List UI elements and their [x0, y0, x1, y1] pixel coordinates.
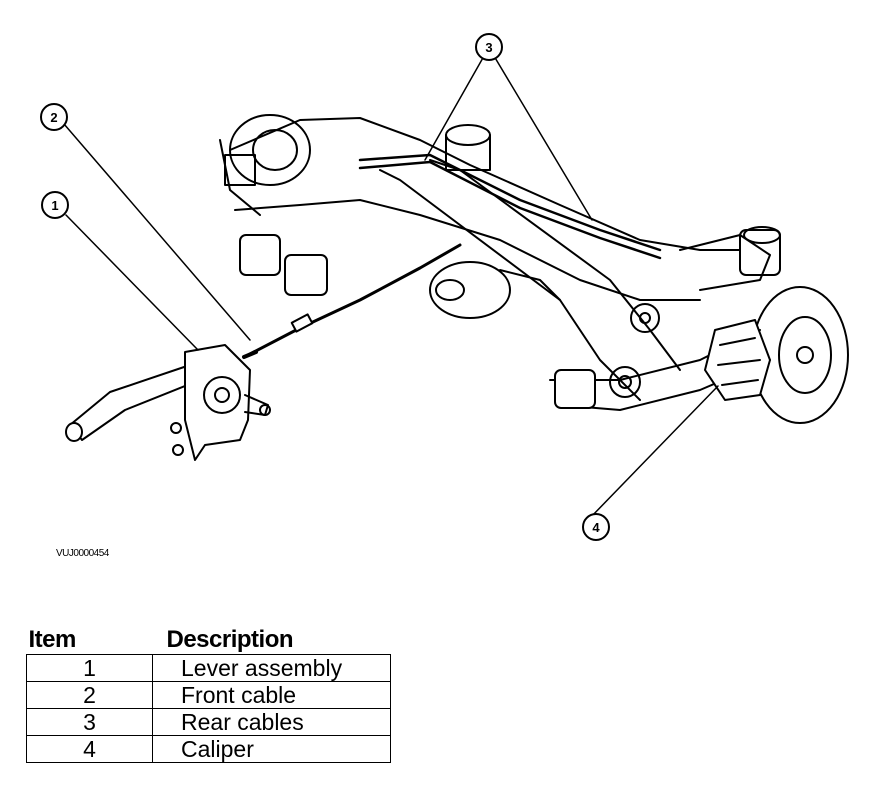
item-description: Front cable — [152, 681, 391, 709]
table-row: 2 Front cable — [26, 681, 391, 709]
callout-circle-4 — [582, 513, 610, 541]
item-description: Caliper — [152, 735, 391, 763]
callout-circle-1 — [41, 191, 69, 219]
callout-label-4: 4 — [592, 520, 600, 535]
item-number: 3 — [26, 708, 153, 736]
table-row: 3 Rear cables — [26, 708, 391, 736]
item-description: Lever assembly — [152, 654, 391, 682]
table-header-row: Item Description — [27, 624, 391, 655]
parts-table: Item Description 1 Lever assembly 2 Fron… — [26, 624, 391, 763]
item-description: Rear cables — [152, 708, 391, 736]
item-number: 4 — [26, 735, 153, 763]
callout-leaders — [63, 55, 719, 519]
item-header: Item — [28, 626, 77, 653]
table-row: 1 Lever assembly — [26, 654, 391, 682]
item-number: 2 — [26, 681, 153, 709]
figure-code: VUJ0000454 — [56, 548, 109, 559]
callout-label-2: 2 — [50, 110, 57, 125]
item-number: 1 — [26, 654, 153, 682]
callout-circle-2 — [40, 103, 68, 131]
table-row: 4 Caliper — [26, 735, 391, 763]
parking-brake-diagram: 1 2 3 4 — [40, 33, 849, 541]
callout-circle-3 — [475, 33, 503, 61]
callout-label-1: 1 — [51, 198, 58, 213]
callout-label-3: 3 — [485, 40, 492, 55]
lever-assembly-illustration — [65, 344, 271, 461]
front-cable-illustration — [242, 243, 462, 359]
rear-subframe-illustration — [219, 114, 849, 424]
description-header: Description — [166, 626, 294, 653]
